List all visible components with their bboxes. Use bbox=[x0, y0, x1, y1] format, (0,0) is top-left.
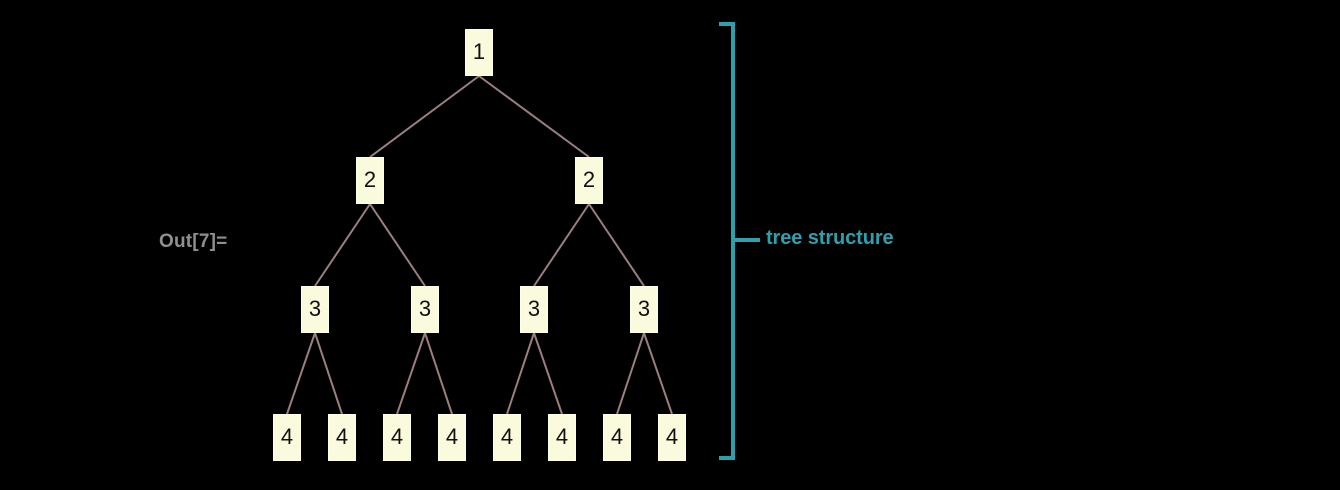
tree-edge bbox=[369, 203, 426, 287]
tree-node: 4 bbox=[383, 414, 411, 461]
tree-node-label: 3 bbox=[527, 295, 541, 321]
tree-node: 4 bbox=[658, 414, 686, 461]
tree-node-label: 4 bbox=[665, 423, 679, 449]
tree-node-label: 2 bbox=[363, 166, 377, 192]
tree-node-label: 4 bbox=[445, 423, 459, 449]
tree-node: 3 bbox=[411, 286, 439, 333]
tree-node-label: 1 bbox=[472, 38, 486, 64]
tree-node-label: 4 bbox=[280, 423, 294, 449]
tree-edge bbox=[424, 332, 453, 415]
tree-node: 3 bbox=[301, 286, 329, 333]
tree-node-label: 2 bbox=[582, 166, 596, 192]
tree-node-label: 3 bbox=[418, 295, 432, 321]
tree-edges bbox=[286, 75, 673, 415]
annotation-bracket bbox=[719, 22, 760, 460]
tree-node-label: 4 bbox=[335, 423, 349, 449]
tree-edge bbox=[506, 332, 535, 415]
tree-edge bbox=[616, 332, 645, 415]
tree-edge bbox=[396, 332, 426, 415]
tree-node-label: 3 bbox=[308, 295, 322, 321]
tree-node-label: 4 bbox=[610, 423, 624, 449]
tree-node: 4 bbox=[328, 414, 356, 461]
tree-node: 4 bbox=[603, 414, 631, 461]
tree-edge bbox=[478, 75, 590, 158]
tree-edge bbox=[643, 332, 673, 415]
tree-edge bbox=[314, 332, 343, 415]
tree-node-label: 4 bbox=[555, 423, 569, 449]
tree-edge bbox=[533, 332, 563, 415]
tree-node-label: 4 bbox=[500, 423, 514, 449]
tree-node-label: 4 bbox=[390, 423, 404, 449]
tree-node: 4 bbox=[493, 414, 521, 461]
tree-node: 2 bbox=[356, 157, 384, 204]
tree-node: 4 bbox=[438, 414, 466, 461]
out-prompt-label: Out[7]= bbox=[159, 231, 228, 252]
tree-edge bbox=[369, 75, 480, 158]
annotation-label: tree structure bbox=[766, 227, 894, 249]
tree-node: 2 bbox=[575, 157, 603, 204]
tree-node: 3 bbox=[630, 286, 658, 333]
tree-edge bbox=[286, 332, 316, 415]
tree-node-label: 3 bbox=[637, 295, 651, 321]
tree-node: 4 bbox=[273, 414, 301, 461]
tree-node: 3 bbox=[520, 286, 548, 333]
tree-edge bbox=[314, 203, 371, 287]
bracket-outline bbox=[719, 22, 735, 460]
tree-node: 1 bbox=[465, 29, 493, 76]
tree-edge bbox=[588, 203, 645, 287]
tree-node: 4 bbox=[548, 414, 576, 461]
tree-edge bbox=[533, 203, 590, 287]
